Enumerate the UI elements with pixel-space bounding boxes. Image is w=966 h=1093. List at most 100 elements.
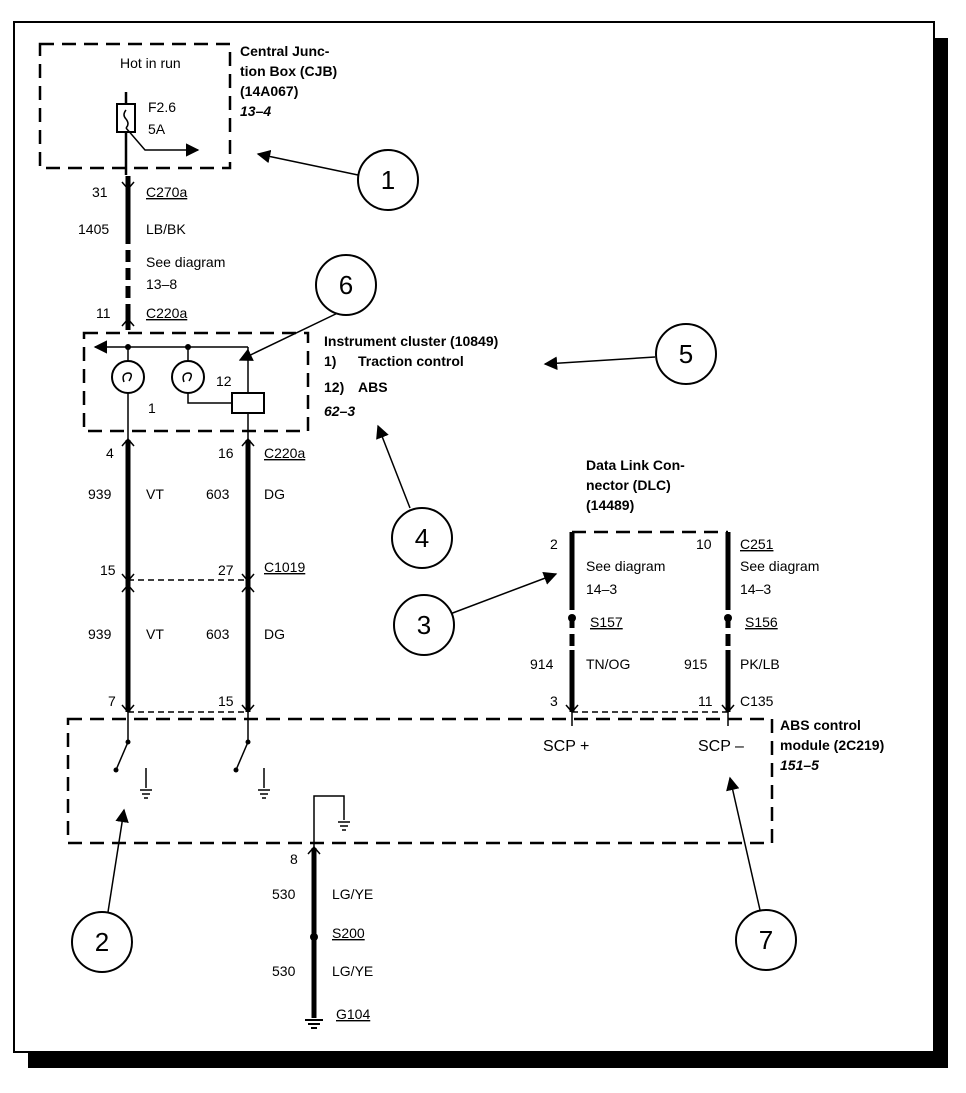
cjb-title-line3: (14A067) [240,83,298,99]
see-diagram-14-3-b-line1: See diagram [740,558,819,574]
switch-traction-icon [115,741,129,771]
svg-text:4: 4 [415,523,429,553]
dg-pin-mid: 27 [218,562,234,578]
splice-s156-dot [724,614,732,622]
dlc-pin-a-bottom: 3 [550,693,558,709]
scp-plus-label: SCP + [543,738,589,755]
cluster-item1-label: Traction control [358,353,464,369]
dlc-title-line1: Data Link Con- [586,457,685,473]
cluster-item1-num: 1) [324,353,336,369]
fuse-rating: 5A [148,121,166,137]
svg-text:1: 1 [381,165,395,195]
ground-icon-3 [338,821,350,831]
svg-text:6: 6 [339,270,353,300]
circuit-603-lower: 603 [206,626,230,642]
ground-icon-2 [258,789,270,799]
cjb-hot-label: Hot in run [120,55,181,71]
lamp-traction-icon [111,360,145,394]
ground-icon-g104 [305,1019,323,1029]
page-frame [13,21,935,1053]
conn-c251: C251 [740,536,774,552]
circuit-915: 915 [684,656,708,672]
vt-pin-bottom: 7 [108,693,116,709]
conn-c1019: C1019 [264,559,305,575]
conn-c270a: C270a [146,184,187,200]
splice-s157-dot [568,614,576,622]
callout-2: 2 [71,911,133,973]
cluster-item2-label: ABS [358,379,388,395]
see-diagram-13-8-line2: 13–8 [146,276,177,292]
svg-text:3: 3 [417,610,431,640]
circuit-1405: 1405 [78,221,109,237]
circuit-939-upper: 939 [88,486,112,502]
abs-ref: 151–5 [780,757,819,773]
fuse-element-icon [123,109,129,129]
callout-1: 1 [357,149,419,211]
lamp-abs-icon [171,360,205,394]
dlc-title-line2: nector (DLC) [586,477,671,493]
color-vt-upper: VT [146,486,164,502]
lamp-driver-icon [231,392,265,414]
callout-4: 4 [391,507,453,569]
callout-6: 6 [315,254,377,316]
ground-g104: G104 [336,1006,370,1022]
fuse-name: F2.6 [148,99,176,115]
color-pklb: PK/LB [740,656,780,672]
lamp-1-label: 1 [148,400,156,416]
dlc-pin-b: 10 [696,536,712,552]
cjb-ref: 13–4 [240,103,271,119]
circuit-603-upper: 603 [206,486,230,502]
abs-module-box [66,717,774,845]
dlc-pin-b-bottom: 11 [698,693,713,709]
color-lgye-lower: LG/YE [332,963,373,979]
callout-3: 3 [393,594,455,656]
splice-s157: S157 [590,614,623,630]
conn-c220a-top: C220a [146,305,187,321]
circuit-914: 914 [530,656,554,672]
scp-minus-label: SCP – [698,738,744,755]
conn-c220a-bottom: C220a [264,445,305,461]
see-diagram-14-3-a-line2: 14–3 [586,581,617,597]
conn-c135: C135 [740,693,774,709]
abs-title-line2: module (2C219) [780,737,884,753]
cjb-title-line1: Central Junc- [240,43,330,59]
ground-icon-1 [140,789,152,799]
cluster-title: Instrument cluster (10849) [324,333,498,349]
color-dg-upper: DG [264,486,285,502]
color-vt-lower: VT [146,626,164,642]
lamp-12-label: 12 [216,373,232,389]
vt-pin-mid: 15 [100,562,116,578]
cjb-pin-top: 31 [92,184,108,200]
cjb-pin-bottom: 11 [96,305,111,321]
cluster-box [82,331,310,433]
splice-s156: S156 [745,614,778,630]
fuse-arrow [125,127,200,157]
splice-s200-dot [310,933,318,941]
vt-pin-top: 4 [106,445,114,461]
color-tnog: TN/OG [586,656,630,672]
callout-7: 7 [735,909,797,971]
dlc-title-line3: (14489) [586,497,634,513]
svg-text:7: 7 [759,925,773,955]
svg-text:2: 2 [95,927,109,957]
circuit-530-lower: 530 [272,963,296,979]
circuit-939-lower: 939 [88,626,112,642]
cluster-ref: 62–3 [324,403,355,419]
ground-wire-pin: 8 [290,851,298,867]
svg-text:5: 5 [679,339,693,369]
color-lbbk: LB/BK [146,221,186,237]
see-diagram-14-3-a-line1: See diagram [586,558,665,574]
circuit-530-upper: 530 [272,886,296,902]
dg-pin-bottom: 15 [218,693,234,709]
abs-title-line1: ABS control [780,717,861,733]
cjb-title-line2: tion Box (CJB) [240,63,337,79]
callout-5: 5 [655,323,717,385]
see-diagram-13-8-line1: See diagram [146,254,225,270]
dg-pin-top: 16 [218,445,234,461]
dlc-pin-a: 2 [550,536,558,552]
switch-abs-icon [235,741,249,771]
cluster-item2-num: 12) [324,379,344,395]
cjb-box [38,42,232,170]
